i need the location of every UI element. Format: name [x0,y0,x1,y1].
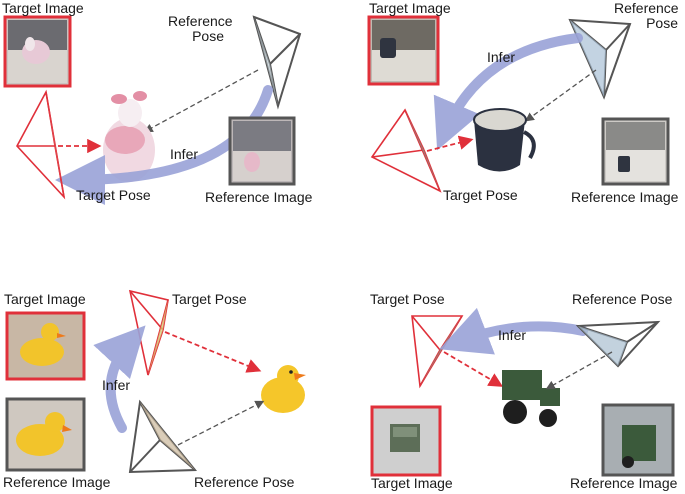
reference-projection-arrow [177,400,265,446]
target-image-thumbnail [370,405,442,477]
target-pose-label: Target Pose [370,291,445,307]
reference-image-label: Reference Image [570,475,678,491]
panel-1 [3,15,302,205]
infer-label: Infer [498,327,527,343]
panel-4 [370,307,675,477]
infer-label: Infer [487,49,516,65]
target-pose-label: Target Pose [443,187,518,203]
target-projection-arrow [164,331,262,373]
reference-pose-label: Reference Pose [614,0,679,32]
reference-pose-label: Reference Pose [194,474,295,490]
reference-pose-camera [252,15,302,110]
reference-image-label: Reference Image [205,189,313,205]
target-pose-label: Target Pose [76,187,151,203]
infer-label: Infer [102,377,131,393]
reference-image-thumbnail [601,117,670,186]
target-pose-camera [370,108,442,193]
object-duck [261,365,306,413]
reference-pose-camera [575,320,661,368]
target-image-label: Target Image [4,291,86,307]
target-projection-arrow [426,135,474,152]
target-projection-arrow [443,351,504,387]
infer-arrow [433,33,583,151]
infer-label: Infer [170,146,199,162]
infer-arrow [439,307,588,355]
target-image-label: Target Image [371,475,453,491]
reference-image-label: Reference Image [571,189,679,205]
reference-image-label: Reference Image [3,474,111,490]
target-image-label: Target Image [369,0,451,16]
reference-projection-arrow [524,69,597,122]
reference-projection-arrow [545,351,613,390]
target-image-thumbnail [3,15,72,88]
object-tractor [502,370,560,427]
reference-pose-label: Reference Pose [168,13,233,45]
target-pose-label: Target Pose [172,291,247,307]
target-pose-camera [128,289,169,376]
reference-image-thumbnail [601,403,675,477]
target-pose-camera [411,315,464,389]
infer-arrow [93,325,146,433]
reference-projection-arrow [143,69,259,133]
target-image-thumbnail [5,311,86,381]
reference-image-thumbnail [228,116,296,186]
panel-3 [5,289,306,474]
reference-image-thumbnail [5,397,86,472]
object-mug [473,108,536,172]
reference-pose-camera [128,399,198,474]
target-image-label: Target Image [2,0,84,16]
reference-pose-label: Reference Pose [572,291,673,307]
infer-arrow [55,85,273,205]
target-pose-camera [16,89,66,200]
object-toy [103,91,155,182]
target-image-thumbnail [367,15,440,86]
panel-2 [367,15,670,193]
